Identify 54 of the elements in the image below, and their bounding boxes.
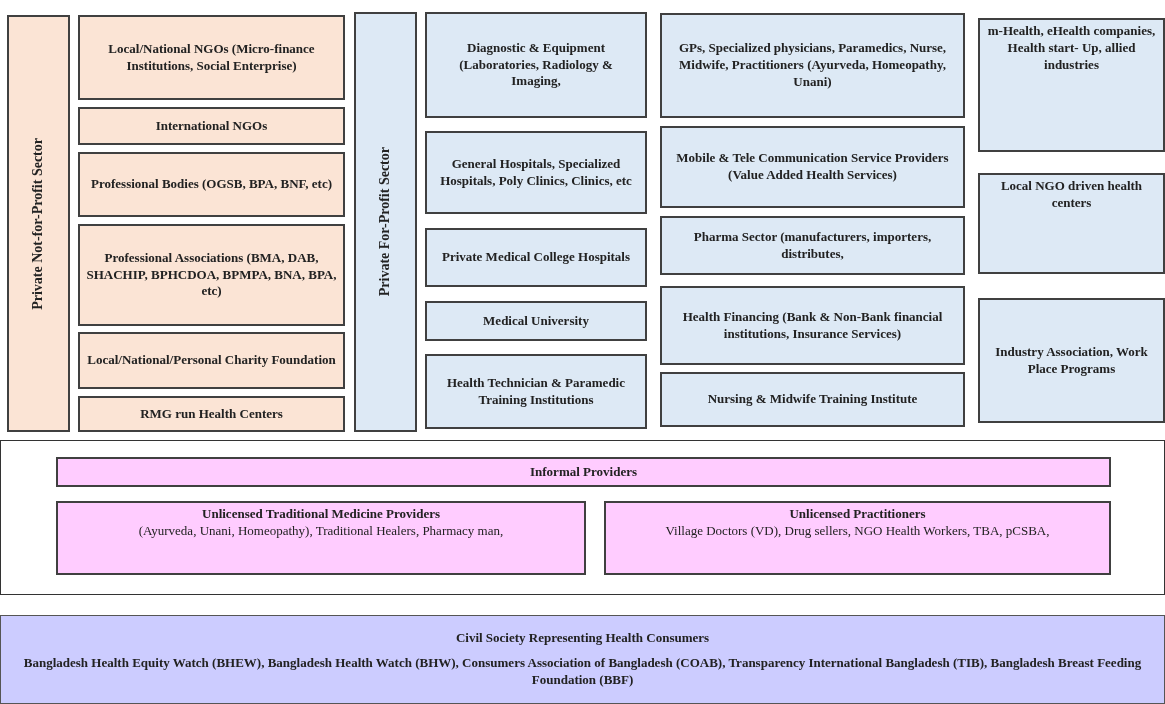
- category-box: [0, 615, 1165, 704]
- category-box: [56, 501, 586, 575]
- category-box: [660, 372, 965, 427]
- box-text: Local/National/Personal Charity Foundation: [87, 352, 336, 369]
- box-text: GPs, Specialized physicians, Paramedics, Nurse, Midwife, Practitioners (Ayurveda, Homeopathy, Unani): [677, 40, 948, 91]
- category-box: [56, 457, 1111, 487]
- box-text: Industry Association, Work Place Programs: [994, 343, 1149, 378]
- box-text: Informal Providers: [530, 463, 637, 481]
- box-text: Local NGO driven health centers: [999, 178, 1144, 212]
- group-frame: [0, 440, 1165, 595]
- box-text: Bangladesh Health Equity Watch (BHEW), Bangladesh Health Watch (BHW), Consumers Association of Bangladesh (COAB), Transparency International Bangladesh (TIB), Bangladesh Breast Feeding Foundation (BBF): [22, 655, 1143, 689]
- category-box: [425, 354, 647, 429]
- box-text: Local/National NGOs (Micro-finance Institutions, Social Enterprise): [107, 40, 316, 75]
- category-box: [78, 396, 345, 432]
- box-text: Health Financing (Bank & Non-Bank financial institutions, Insurance Services): [681, 308, 944, 343]
- category-box: [78, 15, 345, 100]
- sector-label: Private Not-for-Profit Sector: [29, 137, 47, 310]
- category-box: [78, 152, 345, 217]
- box-text: Village Doctors (VD), Drug sellers, NGO Health Workers, TBA, pCSBA,: [665, 522, 1050, 540]
- category-box: [425, 131, 647, 214]
- box-text: (Ayurveda, Unani, Homeopathy), Traditional Healers, Pharmacy man,: [138, 522, 504, 540]
- box-text: Mobile & Tele Communication Service Providers (Value Added Health Services): [675, 150, 950, 184]
- category-box: [425, 228, 647, 287]
- box-text: Diagnostic & Equipment (Laboratories, Radiology & Imaging,: [458, 39, 614, 91]
- category-box: [425, 301, 647, 341]
- category-box: [660, 286, 965, 365]
- box-text: Professional Associations (BMA, DAB, SHACHIP, BPHCDOA, BPMPA, BNA, BPA, etc): [86, 249, 337, 301]
- category-box: [978, 173, 1165, 274]
- box-text: Pharma Sector (manufacturers, importers, distributes,: [692, 228, 933, 263]
- category-box: [604, 501, 1111, 575]
- box-text: Private Medical College Hospitals: [441, 249, 631, 266]
- box-text: International NGOs: [155, 117, 268, 135]
- box-heading: Civil Society Representing Health Consumers: [455, 630, 710, 648]
- sector-band: [7, 15, 70, 432]
- category-box: [78, 107, 345, 145]
- sector-band: [354, 12, 417, 432]
- box-heading: Unlicensed Practitioners: [789, 506, 926, 523]
- box-text: Health Technician & Paramedic Training Institutions: [446, 374, 626, 409]
- sector-label: Private For-Profit Sector: [376, 147, 394, 297]
- category-box: [660, 13, 965, 118]
- category-box: [660, 126, 965, 208]
- category-box: [78, 224, 345, 326]
- box-text: Nursing & Midwife Training Institute: [707, 391, 918, 408]
- box-text: m-Health, eHealth companies, Health start- Up, allied industries: [986, 23, 1157, 74]
- box-text: Professional Bodies (OGSB, BPA, BNF, etc): [91, 176, 332, 193]
- box-heading: Unlicensed Traditional Medicine Providers: [202, 506, 440, 523]
- box-text: General Hospitals, Specialized Hospitals, Poly Clinics, Clinics, etc: [439, 155, 633, 190]
- category-box: [978, 18, 1165, 152]
- box-text: RMG run Health Centers: [140, 405, 283, 423]
- category-box: [78, 332, 345, 389]
- box-text: Medical University: [483, 312, 589, 330]
- category-box: [425, 12, 647, 118]
- category-box: [978, 298, 1165, 423]
- category-box: [660, 216, 965, 275]
